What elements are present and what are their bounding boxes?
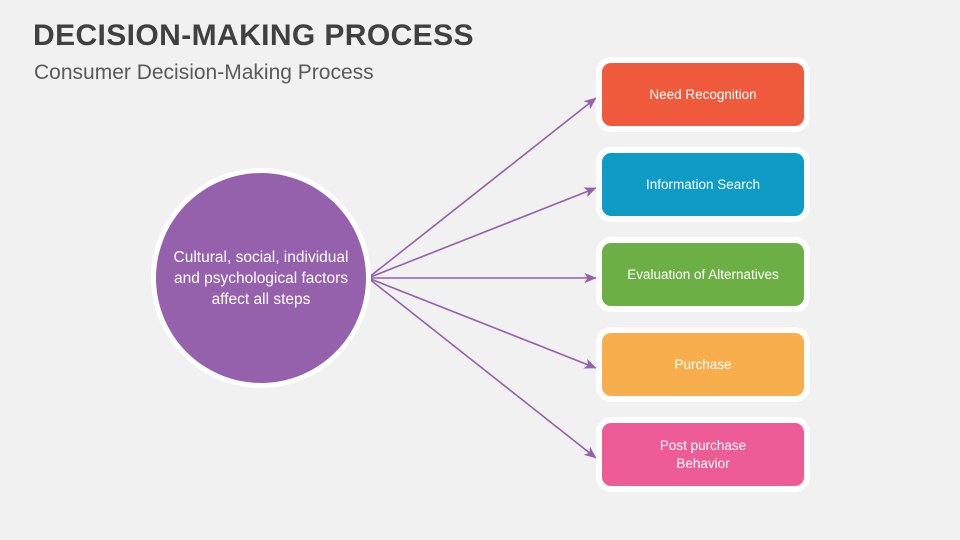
process-step-box[interactable]: Purchase <box>602 333 804 396</box>
connector-arrow <box>367 97 597 279</box>
process-step-label: Purchase <box>674 356 732 372</box>
process-step-box[interactable]: Need Recognition <box>602 63 804 126</box>
process-step-box[interactable]: Post purchase Behavior <box>602 423 804 486</box>
process-step-box[interactable]: Information Search <box>602 153 804 216</box>
process-step-label: Evaluation of Alternatives <box>627 266 779 282</box>
connector-arrow <box>367 277 597 459</box>
process-step-label: Need Recognition <box>649 86 757 102</box>
process-step-label: Information Search <box>645 176 761 192</box>
central-circle-label: Cultural, social, individual and psychol… <box>173 248 349 308</box>
process-step-box[interactable]: Evaluation of Alternatives <box>602 243 804 306</box>
connector-arrow <box>367 277 597 369</box>
connector-arrow <box>367 187 597 279</box>
page-title: DECISION-MAKING PROCESS <box>33 19 474 52</box>
process-step-label: Post purchase Behavior <box>659 437 747 471</box>
central-circle[interactable]: Cultural, social, individual and psychol… <box>156 173 366 383</box>
page-subtitle: Consumer Decision-Making Process <box>34 61 374 84</box>
